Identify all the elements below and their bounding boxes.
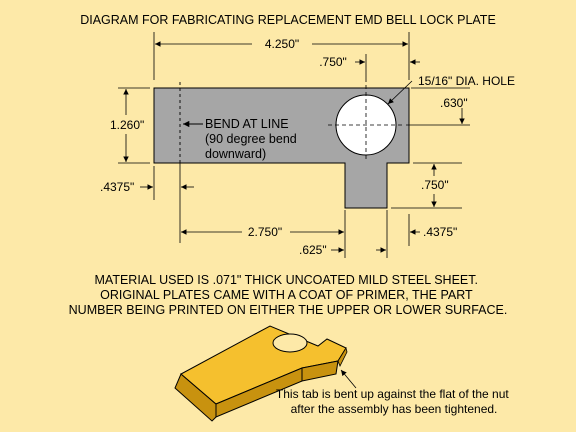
note-line-2: ORIGINAL PLATES CAME WITH A COAT OF PRIM… [100, 288, 473, 302]
dim-625-label: .625" [299, 243, 327, 257]
tab-note-line-1: This tab is bent up against the flat of … [276, 387, 509, 401]
diagram-title: DIAGRAM FOR FABRICATING REPLACEMENT EMD … [80, 13, 496, 27]
dim-tab-width-label: .4375" [423, 225, 457, 239]
bend-label-2: (90 degree bend [205, 132, 297, 146]
svg-text:BEND AT LINE (90 degree be: BEND AT LINE (90 degree bend downward) [205, 117, 300, 161]
bend-label-1: BEND AT LINE [205, 117, 289, 131]
tab-note-leader [340, 369, 357, 389]
dim-2750-label: 2.750" [248, 225, 282, 239]
dim-width-label: 4.250" [265, 37, 299, 51]
hole-leader [387, 80, 413, 105]
dim-630-label: .630" [440, 96, 468, 110]
dim-tab-length-label: .750" [421, 178, 449, 192]
tab-note-line-2: after the assembly has been tightened. [291, 402, 498, 416]
note-line-1: MATERIAL USED IS .071" THICK UNCOATED MI… [95, 273, 478, 287]
svg-text:MATERIAL USED IS .071" THICK U: MATERIAL USED IS .071" THICK UNCOATED MI… [69, 273, 508, 317]
dim-hole-offset-label: .750" [319, 55, 347, 69]
dim-height-label: 1.260" [110, 118, 144, 132]
hole-label: 15/16" DIA. HOLE [418, 74, 515, 88]
note-line-3: NUMBER BEING PRINTED ON EITHER THE UPPER… [69, 303, 508, 317]
hole-3d [272, 333, 308, 353]
bent-plate-3d [174, 325, 348, 422]
bend-label-3: downward) [205, 147, 266, 161]
dim-bend-offset-label: .4375" [100, 180, 134, 194]
svg-text:This tab is bent up against th: This tab is bent up against the flat of … [276, 387, 512, 416]
